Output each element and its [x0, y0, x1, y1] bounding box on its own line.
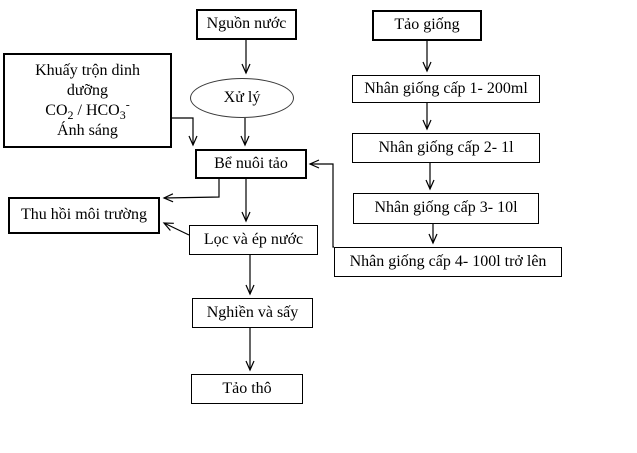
node-medium-recovery-label: Thu hồi môi trường [20, 206, 147, 224]
node-filter-press-label: Lọc và ép nước [203, 230, 304, 248]
node-raw-algae: Tảo thô [191, 374, 303, 404]
node-culture-tank: Bể nuôi tảo [195, 149, 307, 179]
mixing-line-1: Khuấy trộn dinh [35, 61, 140, 79]
node-scale-2: Nhân giống cấp 2- 1l [352, 133, 540, 163]
node-algae-seed: Tảo giống [372, 10, 482, 41]
node-water-source: Nguồn nước [196, 9, 297, 40]
formula-sup: - [125, 97, 130, 112]
node-scale-1: Nhân giống cấp 1- 200ml [352, 75, 540, 103]
node-scale-3-label: Nhân giống cấp 3- 10l [374, 199, 518, 217]
node-treatment: Xử lý [190, 78, 294, 118]
node-water-source-label: Nguồn nước [206, 15, 287, 33]
node-grind-dry-label: Nghiền và sấy [206, 303, 299, 321]
node-filter-press: Lọc và ép nước [189, 225, 318, 255]
node-scale-2-label: Nhân giống cấp 2- 1l [378, 138, 514, 156]
formula-sub-2: 3 [119, 107, 126, 122]
connector-scale-4-to-culture-tank [308, 159, 334, 248]
node-treatment-label: Xử lý [223, 88, 261, 106]
node-nutrient-mixing: Khuấy trộn dinh dưỡng CO2 / HCO3- Ánh sá… [3, 53, 172, 148]
mixing-line-4: Ánh sáng [57, 121, 118, 139]
node-scale-1-label: Nhân giống cấp 1- 200ml [364, 79, 528, 97]
mixing-line-2: dưỡng [66, 81, 109, 99]
node-culture-tank-label: Bể nuôi tảo [214, 154, 288, 172]
formula-sub-1: 2 [67, 107, 74, 122]
mixing-formula: CO2 / HCO3- [5, 98, 170, 122]
node-algae-seed-label: Tảo giống [394, 16, 460, 34]
node-scale-4: Nhân giống cấp 4- 100l trở lên [334, 247, 562, 277]
node-raw-algae-label: Tảo thô [222, 379, 272, 397]
connector-culture-tank-to-medium-recovery [162, 179, 220, 203]
node-scale-3: Nhân giống cấp 3- 10l [353, 193, 539, 224]
node-grind-dry: Nghiền và sấy [192, 298, 313, 328]
connector-mixing-to-culture-tank [172, 117, 198, 147]
node-medium-recovery: Thu hồi môi trường [8, 197, 160, 234]
connector-filter-press-to-medium-recovery [162, 222, 190, 236]
formula-mid: / HCO [73, 101, 120, 119]
formula-pre: CO [45, 101, 68, 119]
node-scale-4-label: Nhân giống cấp 4- 100l trở lên [349, 252, 547, 270]
